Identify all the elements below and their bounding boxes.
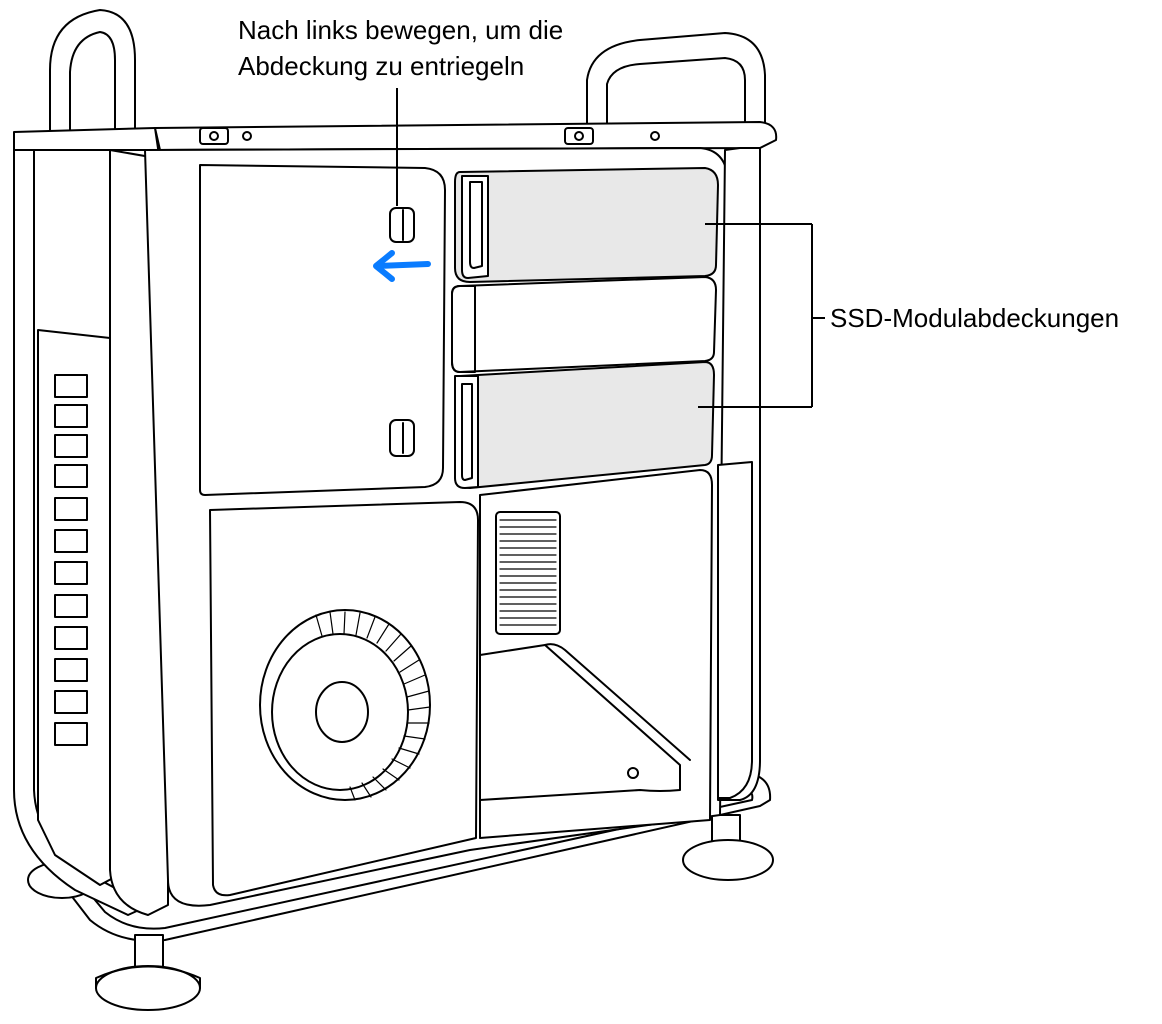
lower-right-bracket	[479, 644, 681, 801]
unlock-callout-line1: Nach links bewegen, um die	[238, 15, 563, 45]
fan-blades	[315, 611, 431, 801]
top-rail-tabs	[199, 127, 660, 145]
ssd-module-cover-bottom	[454, 361, 715, 489]
ssd-module-cover-top	[454, 167, 719, 283]
ssd-bracket	[698, 223, 825, 408]
ssd-module-cover-middle	[451, 276, 717, 373]
foot-front-left	[95, 934, 201, 1011]
arrow-left-icon	[373, 250, 431, 282]
vent-lines	[499, 519, 557, 626]
fan	[259, 609, 431, 801]
unlock-callout-line2: Abdeckung zu entriegeln	[238, 51, 524, 81]
frame-left-rear-tube	[49, 9, 136, 139]
latch-bottom	[389, 419, 415, 457]
pcie-slot-brackets	[54, 374, 88, 746]
upper-cover	[199, 164, 446, 496]
ssd-callout-label: SSD-Modulabdeckungen	[830, 303, 1119, 333]
vent	[495, 511, 561, 635]
screw	[627, 767, 639, 779]
frame-right-lower-tube	[717, 461, 753, 799]
frame-left-rear-tube-inner	[69, 31, 116, 139]
foot-front-right	[682, 814, 774, 881]
latch-top	[389, 207, 415, 243]
frame-right-tube	[586, 32, 766, 129]
frame-right-tube-inner	[606, 57, 746, 129]
lower-right-bracket-arm	[544, 643, 691, 761]
